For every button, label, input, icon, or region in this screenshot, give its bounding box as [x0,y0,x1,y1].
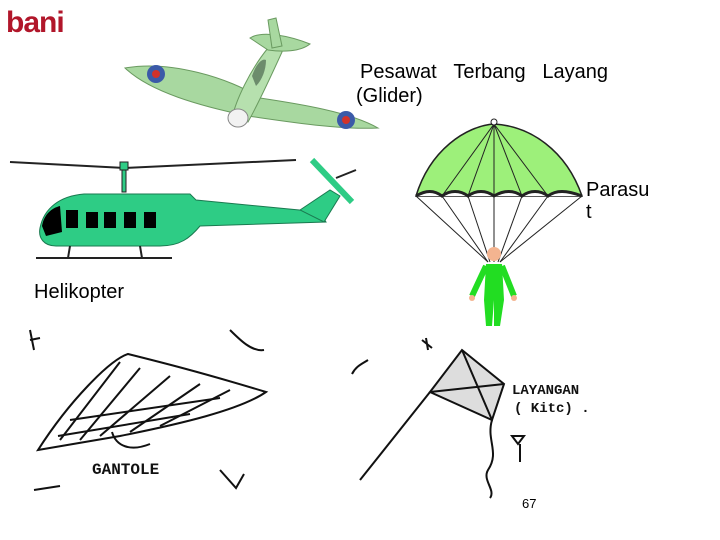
glider-label-line2: (Glider) [356,85,423,107]
helikopter-label: Helikopter [34,281,125,303]
glider-label-line1: Pesawat Terbang Layang [360,60,608,84]
glider-word-layang: Layang [542,61,608,83]
bani-logo: bani [4,6,70,39]
layangan-sketch-label-2: ( Kitc) . [514,401,590,417]
parasut-label-line1: Parasu [586,179,650,201]
parasut-label-line2: t [586,201,592,223]
layangan-sketch-label-1: LAYANGAN [512,383,579,399]
gantole-sketch-label: GANTOLE [92,461,159,479]
glider-word-terbang: Terbang [453,61,526,83]
glider-word-pesawat: Pesawat [360,61,437,83]
logo-text: bani [6,6,65,39]
page-number: 67 [522,496,537,511]
